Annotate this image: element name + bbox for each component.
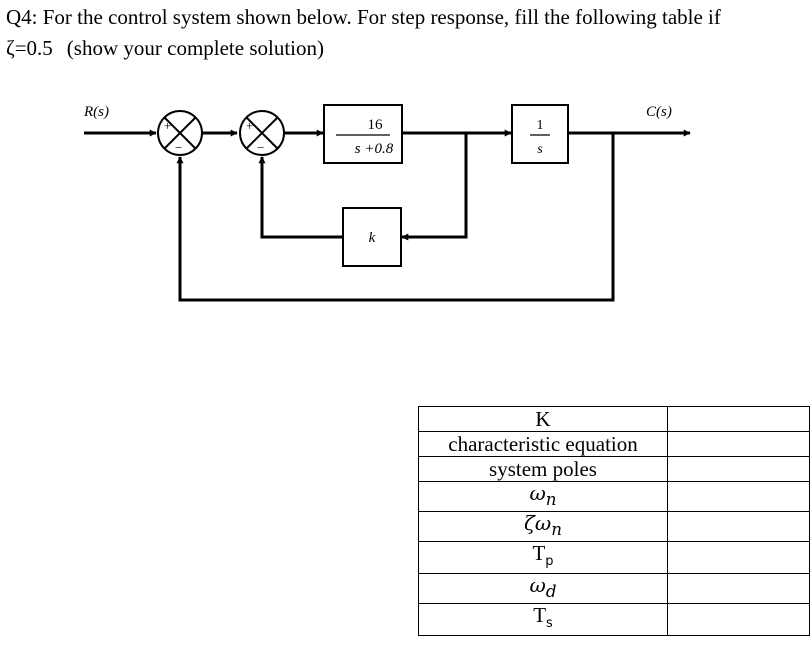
junction-2-minus: − bbox=[257, 140, 264, 155]
row-label-natural-frequency: ωn bbox=[418, 481, 668, 512]
row-label-characteristic-equation: characteristic equation bbox=[418, 431, 668, 457]
row-label-peak-time: Tp bbox=[418, 540, 668, 575]
table-row-zeta-omega-n: ζωn bbox=[418, 511, 810, 542]
row-label-settling-time: Ts bbox=[418, 603, 668, 637]
row-label-zeta-omega-n: ζωn bbox=[418, 511, 668, 542]
integrator-block bbox=[511, 104, 569, 164]
table-row-k: K bbox=[418, 406, 810, 432]
question-text: Q4: For the control system shown below. … bbox=[6, 2, 810, 64]
junction-1-plus: + bbox=[164, 118, 171, 133]
block-2-numerator: 1 bbox=[537, 118, 544, 133]
junction-1-minus: − bbox=[175, 140, 182, 155]
block-1-numerator: 16 bbox=[368, 117, 384, 133]
table-row-settling-time: Ts bbox=[418, 603, 810, 637]
inner-feedback-pickoff bbox=[401, 133, 468, 241]
inner-feedback-return bbox=[258, 156, 343, 239]
table-row-characteristic-equation: characteristic equation bbox=[418, 431, 810, 457]
zeta-condition: ζ=0.5 bbox=[6, 36, 53, 60]
answer-table: K characteristic equation system poles ω… bbox=[418, 406, 810, 637]
junction-2-plus: + bbox=[246, 118, 253, 133]
row-label-system-poles: system poles bbox=[418, 456, 668, 482]
row-label-k: K bbox=[418, 406, 668, 432]
answer-cell-peak-time[interactable] bbox=[667, 540, 810, 575]
answer-cell-damped-frequency[interactable] bbox=[667, 573, 810, 605]
question-line-2: ζ=0.5 (show your complete solution) bbox=[6, 33, 810, 64]
question-instruction: (show your complete solution) bbox=[66, 36, 325, 60]
table-row-natural-frequency: ωn bbox=[418, 481, 810, 512]
feedback-gain-label: k bbox=[369, 230, 376, 246]
output-label: C(s) bbox=[646, 104, 672, 120]
block-2-denominator: s bbox=[537, 142, 543, 157]
block-1-denominator: s +0.8 bbox=[355, 141, 394, 157]
input-label: R(s) bbox=[83, 104, 109, 120]
answer-cell-settling-time[interactable] bbox=[667, 603, 810, 637]
summing-junction-1 bbox=[157, 110, 203, 156]
question-line-1: Q4: For the control system shown below. … bbox=[6, 5, 721, 29]
answer-cell-system-poles[interactable] bbox=[667, 456, 810, 482]
table-row-damped-frequency: ωd bbox=[418, 573, 810, 605]
answer-cell-k[interactable] bbox=[667, 406, 810, 432]
answer-cell-characteristic-equation[interactable] bbox=[667, 431, 810, 457]
plant-block-1 bbox=[323, 104, 403, 164]
answer-cell-zeta-omega-n[interactable] bbox=[667, 511, 810, 542]
outer-feedback-line bbox=[176, 133, 615, 302]
row-label-damped-frequency: ωd bbox=[418, 573, 668, 605]
answer-cell-natural-frequency[interactable] bbox=[667, 481, 810, 512]
table-row-peak-time: Tp bbox=[418, 540, 810, 575]
block-diagram: R(s) C(s) + − + − 16 s +0.8 1 s k bbox=[83, 104, 691, 302]
table-row-system-poles: system poles bbox=[418, 456, 810, 482]
